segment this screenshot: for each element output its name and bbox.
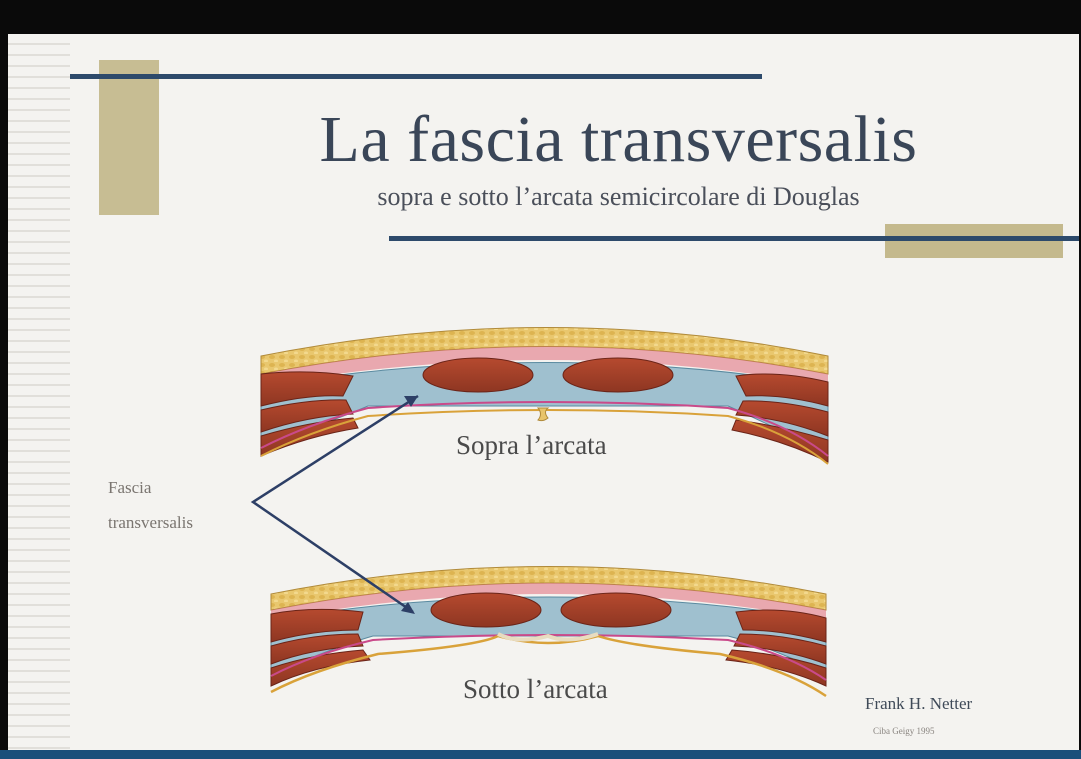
fascia-label-line2: transversalis — [108, 505, 193, 540]
fascia-transversalis-label: Fascia transversalis — [108, 470, 193, 540]
slide: La fascia transversalis sopra e sotto l’… — [8, 34, 1079, 750]
label-above-arcata: Sopra l’arcata — [456, 430, 607, 461]
fascia-label-line1: Fascia — [108, 470, 193, 505]
anatomy-illustration — [8, 34, 1079, 750]
slide-bottom-edge — [0, 750, 1081, 759]
author-credit: Frank H. Netter — [865, 694, 972, 714]
label-below-arcata: Sotto l’arcata — [463, 674, 608, 705]
publisher-credit: Ciba Geigy 1995 — [873, 726, 935, 736]
